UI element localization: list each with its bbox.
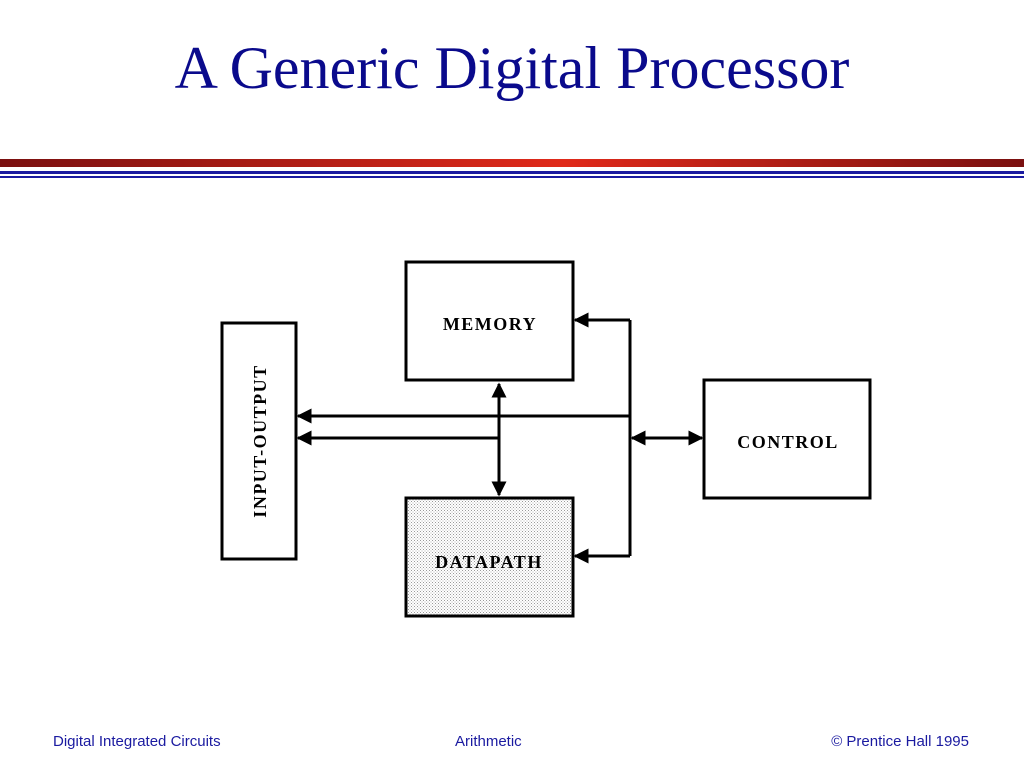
footer-copyright: © Prentice Hall 1995	[831, 733, 969, 750]
memory-label: MEMORY	[443, 314, 537, 334]
control-label: CONTROL	[737, 432, 839, 452]
input-output-block: INPUT-OUTPUT	[220, 321, 298, 561]
footer-course: Digital Integrated Circuits	[53, 733, 221, 750]
header-rule-red	[0, 159, 1024, 167]
input-output-label: INPUT-OUTPUT	[250, 364, 270, 517]
footer-topic: Arithmetic	[455, 733, 522, 750]
header-rule-blue-thin	[0, 176, 1024, 178]
header-rule-blue	[0, 171, 1024, 174]
memory-block: MEMORY	[404, 260, 575, 382]
datapath-block: DATAPATH	[404, 496, 575, 618]
datapath-label: DATAPATH	[435, 552, 543, 572]
slide-title: A Generic Digital Processor	[174, 35, 850, 101]
diagram-connections	[296, 312, 704, 564]
control-block: CONTROL	[702, 378, 872, 500]
